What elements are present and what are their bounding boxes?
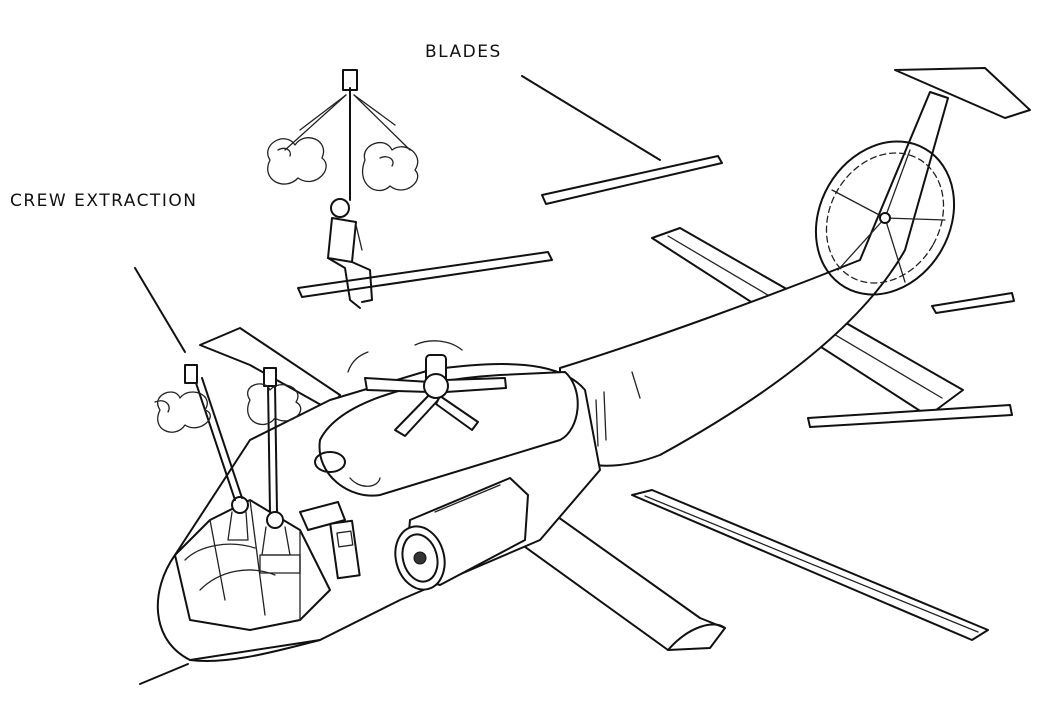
tail-boom: [559, 91, 949, 467]
jettisoned-blade-center: [297, 251, 553, 298]
horizontal-stabilizer: [894, 67, 1031, 119]
tail-rotor: [814, 140, 956, 296]
crew-extraction-rocket-right: [247, 367, 302, 513]
upper-hatch: [299, 501, 346, 531]
crew-member-left: [227, 496, 249, 541]
blades-label: BLADES: [425, 42, 502, 62]
ejected-crew-member: [327, 198, 373, 309]
nose-probe: [139, 663, 189, 685]
crew-extraction-rocket-left: [154, 364, 243, 501]
jettisoned-blade-lower: [631, 489, 989, 641]
jettisoned-blade-right-upper: [931, 292, 1015, 314]
main-rotor-hub: [347, 340, 507, 437]
blades-leader-line: [521, 75, 661, 161]
jettisoned-blade-top: [541, 155, 723, 205]
engine-nacelle: [394, 477, 529, 591]
crew-extraction-label: CREW EXTRACTION: [10, 191, 198, 211]
crew-member-right: [259, 511, 301, 574]
crew-extraction-leader-line: [134, 267, 186, 353]
jettisoned-blade-right-lower: [807, 404, 1013, 428]
engine-cowling: [314, 371, 579, 497]
side-door: [329, 519, 361, 580]
parachute-canopy: [267, 69, 419, 201]
